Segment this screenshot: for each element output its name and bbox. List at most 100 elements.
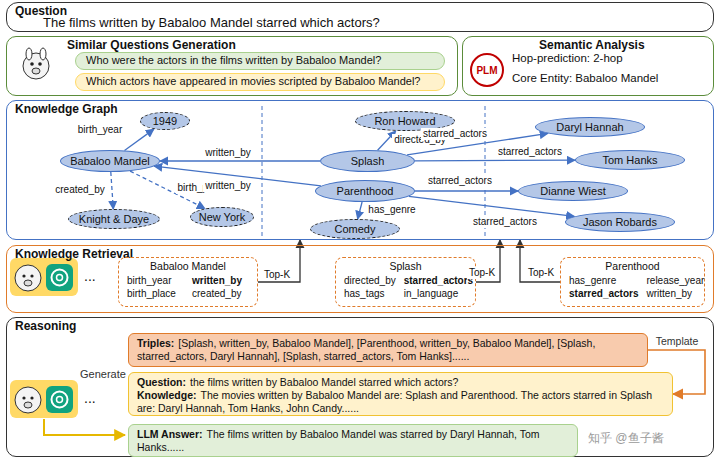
similar-question: Who were the actors in the films written…	[86, 54, 381, 66]
generate-arrow	[44, 419, 125, 435]
text-line: Question: the films written by Babaloo Ma…	[137, 376, 664, 389]
field-name: LLM Answer:	[137, 428, 203, 440]
panel-title: Knowledge Retrieval	[15, 247, 133, 261]
entity-name: New York	[199, 211, 245, 223]
question-text: The films written by Babaloo Mandel star…	[43, 15, 380, 30]
connector	[111, 172, 114, 209]
text-box: Who were the actors in the films written…	[75, 52, 445, 70]
field-value: [Splash, written_by, Babaloo Mandel], [P…	[137, 337, 595, 362]
edge-label: Template	[654, 335, 701, 347]
entity-heading: Babaloo Mandel	[127, 260, 249, 272]
entity-node: Jason Robards	[565, 212, 675, 232]
entity-name: Daryl Hannah	[556, 121, 623, 133]
panel: Knowledge Graph 1949Babaloo MandelKnight …	[6, 100, 714, 240]
entity-name: Splash	[351, 155, 385, 167]
text-box: Question: the films written by Babaloo Ma…	[128, 372, 673, 416]
relation-name: directed_by	[344, 274, 396, 287]
connector	[258, 240, 300, 282]
entity-name: Jason Robards	[583, 216, 657, 228]
entity-node: 1949	[140, 112, 190, 130]
edge-label: written_by	[203, 147, 253, 159]
relation-name: written_by	[192, 274, 249, 287]
edge-label: Top-K	[467, 267, 497, 279]
entity-heading: Parenthood	[569, 260, 696, 272]
connector	[358, 202, 363, 219]
panel-title: Semantic Analysis	[539, 38, 645, 52]
entity-name: Parenthood	[337, 185, 394, 197]
text-box: Triples:[Splash, written_by, Babaloo Man…	[128, 333, 648, 367]
panel: QuestionThe films written by Babaloo Man…	[6, 2, 714, 32]
entity-name: Knight & Daye	[79, 213, 149, 225]
entity-node: Splash	[320, 150, 415, 172]
edge-label: written_by	[203, 180, 253, 192]
entity-name: 1949	[153, 115, 177, 127]
entity-node: Daryl Hannah	[535, 117, 645, 137]
text-box: LLM Answer:The films written by Babaloo …	[128, 424, 578, 457]
edge-label: Top-K	[526, 267, 556, 279]
panel: Similar Questions GenerationWho were the…	[6, 36, 458, 96]
model-name: PLM	[476, 65, 497, 76]
connector	[415, 190, 518, 191]
edge-label: starred_actors	[426, 175, 494, 187]
relation-name: birth_place	[127, 287, 184, 300]
text-line: Triples:[Splash, written_by, Babaloo Man…	[137, 337, 639, 363]
entity-node: Tom Hanks	[575, 150, 685, 170]
relation-name: starred_actors	[569, 287, 638, 300]
panel: Knowledge RetrievalBabaloo Mandel birth_y…	[6, 245, 714, 313]
relation-name: written_by	[646, 287, 704, 300]
edge-label: starred_actors	[496, 146, 564, 158]
ellipsis: ...	[84, 390, 96, 406]
model-icons	[10, 380, 78, 418]
entity-node: Comedy	[310, 219, 400, 239]
relation-name: has_tags	[344, 287, 396, 300]
relation-name: starred_actors	[404, 274, 473, 287]
edge-label: Top-K	[262, 269, 292, 281]
field-value: The movies written by Babaloo Mandel are…	[137, 389, 652, 414]
field-name: Question:	[137, 376, 186, 388]
connector	[415, 160, 575, 162]
panel-title: Reasoning	[15, 319, 76, 333]
relation-name: has_genre	[569, 274, 638, 287]
text-box: Which actors have appeared in movies scr…	[75, 73, 445, 91]
entity-node: Knight & Daye	[68, 209, 160, 229]
relation-name: created_by	[192, 287, 249, 300]
text-line: LLM Answer:The films written by Babaloo …	[137, 428, 569, 454]
entity-node: New York	[190, 207, 254, 227]
step-label: Generate	[80, 368, 126, 380]
watermark: 知乎 @鱼子酱	[588, 430, 664, 447]
retrieval-box: Splashdirected_bystarred_actorshas_tagsi…	[335, 257, 476, 307]
entity-name: Dianne Wiest	[540, 185, 605, 197]
model-icons	[10, 258, 78, 296]
entity-name: Babaloo Mandel	[70, 155, 150, 167]
connector	[160, 160, 320, 161]
entity-node: Parenthood	[315, 180, 415, 202]
relation-grid: birth_year written_by birth_place created_b…	[127, 274, 249, 300]
llama-icon	[23, 48, 49, 79]
relation-grid: has_genrerelease_yearstarred_actorswritt…	[569, 274, 696, 300]
entity-heading: Splash	[344, 260, 467, 272]
edge-label: has_genre	[366, 204, 417, 216]
field-name: Knowledge:	[137, 389, 197, 401]
similar-question: Which actors have appeared in movies scr…	[86, 75, 420, 87]
panel-title: Similar Questions Generation	[67, 38, 236, 52]
retrieval-box: Babaloo Mandelbirth_yearwritten_bybirth_…	[118, 257, 258, 307]
relation-name: in_language	[404, 287, 473, 300]
entity-node: Dianne Wiest	[518, 181, 628, 201]
retrieval-box: Parenthood has_genrerelease_yearstarred_a…	[560, 257, 705, 307]
edge-label: created_by	[53, 184, 106, 196]
relation-grid: directed_bystarred_actorshas_tagsin_lang…	[344, 274, 467, 300]
panel-title: Knowledge Graph	[15, 102, 118, 116]
edge-label: birth_year	[76, 124, 124, 136]
entity-name: Comedy	[335, 223, 376, 235]
edge-label: starred_actors	[471, 216, 539, 228]
relation-name: birth_year	[127, 274, 184, 287]
field-value: the films written by Babaloo Mandel star…	[190, 376, 458, 388]
connector	[520, 240, 560, 282]
separator	[262, 106, 263, 236]
ellipsis: ...	[84, 268, 96, 284]
panel: Semantic AnalysisPLM	[462, 36, 714, 96]
edge-label: starred_actors	[421, 128, 489, 140]
text-line: Knowledge:The movies written by Babaloo …	[137, 389, 664, 415]
field-name: Triples:	[137, 337, 174, 349]
